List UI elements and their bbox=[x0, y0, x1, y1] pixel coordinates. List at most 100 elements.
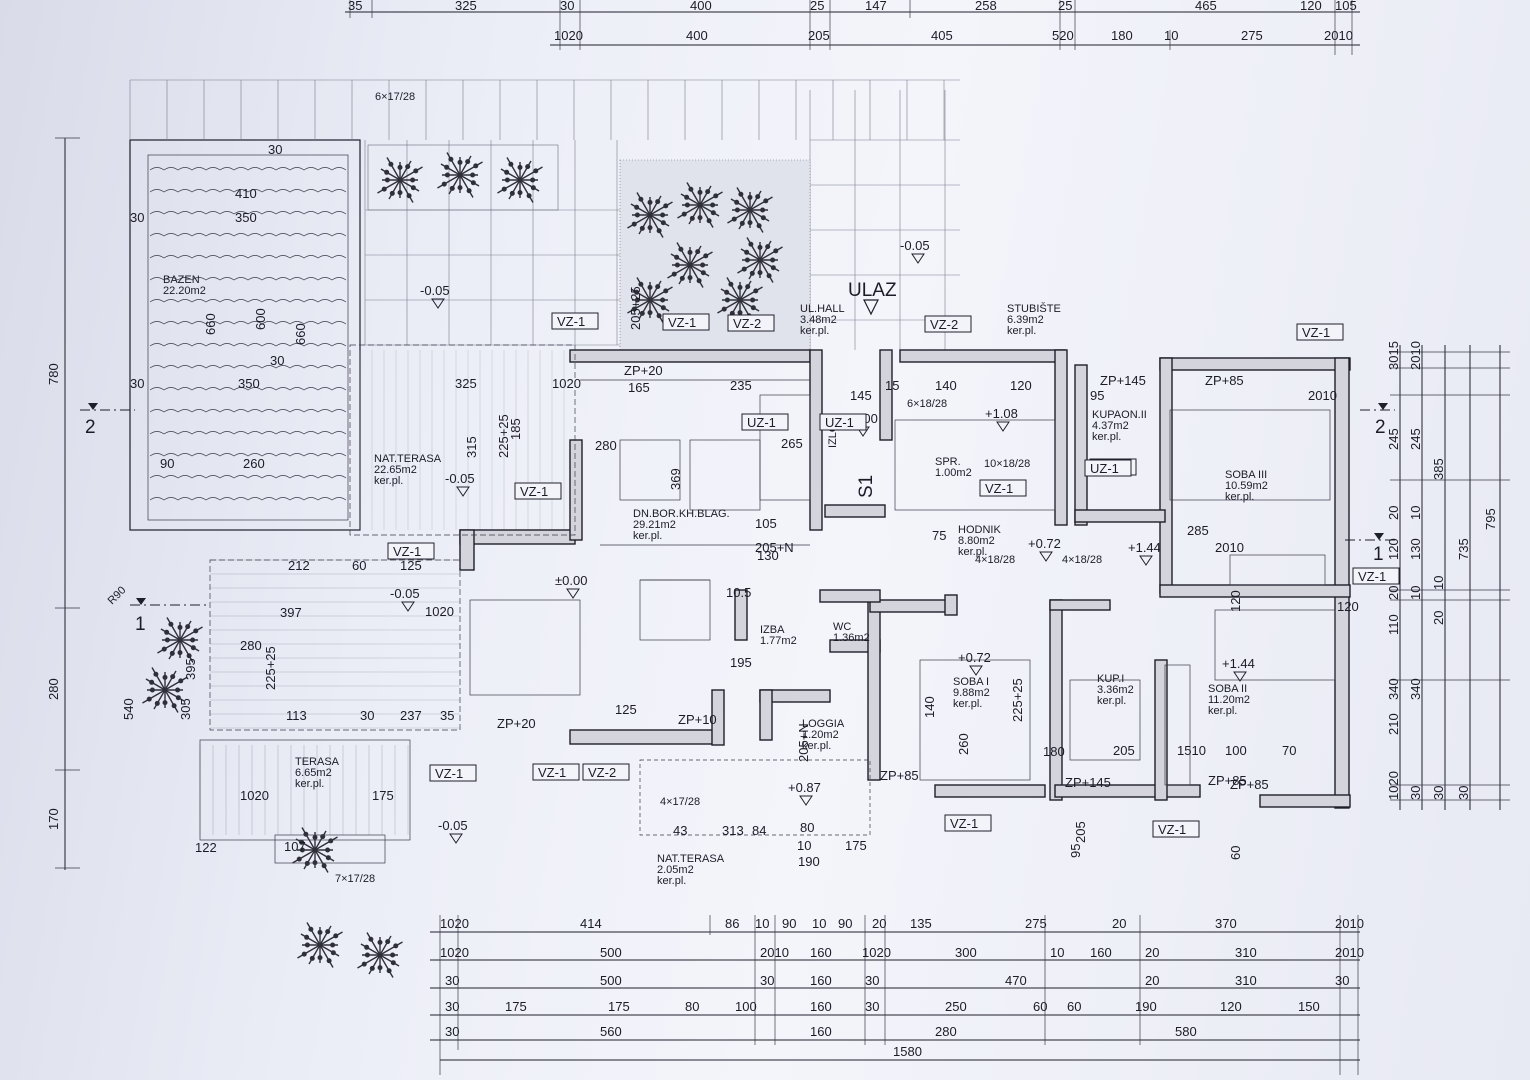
level-mark: -0.05 bbox=[438, 818, 468, 833]
room-name: IZBA bbox=[760, 624, 785, 636]
dimension-label-top: 400 bbox=[686, 28, 708, 43]
dimension-label-interior: 369 bbox=[668, 468, 683, 490]
plant-icon bbox=[497, 157, 543, 203]
room-floor: ker.pl. bbox=[800, 325, 829, 337]
dimension-label-interior: 395 bbox=[183, 658, 198, 680]
room-name: STUBIŠTE bbox=[1007, 302, 1061, 315]
dimension-label-interior: 70 bbox=[1282, 743, 1296, 758]
dimension-label-right: 110 bbox=[1386, 614, 1401, 635]
dimension-label-bottom: 90 bbox=[782, 916, 796, 931]
dimension-label-interior: 10 bbox=[797, 838, 811, 853]
dimension-label-top: 10 bbox=[1164, 28, 1178, 43]
dimension-label-right: 20 bbox=[1386, 506, 1401, 520]
dimension-label-bottom: 175 bbox=[608, 999, 630, 1014]
dimension-label-bottom: 1020 bbox=[862, 945, 891, 960]
dimension-label-interior: 122 bbox=[195, 840, 217, 855]
dimension-label-top: 258 bbox=[975, 0, 997, 13]
dimension-label-interior: 84 bbox=[752, 823, 766, 838]
dimension-label-interior: 105 bbox=[755, 516, 777, 531]
dimension-label-interior: 1020 bbox=[552, 376, 581, 391]
window-note: ZP+10 bbox=[678, 712, 717, 727]
level-mark: +1.08 bbox=[985, 406, 1018, 421]
level-triangle-icon bbox=[911, 253, 925, 264]
room-name: NAT.TERASA bbox=[657, 853, 725, 865]
dimension-label-bottom: 560 bbox=[600, 1024, 622, 1039]
dimension-label-bottom: 90 bbox=[838, 916, 852, 931]
dimension-label-right: 10 bbox=[1408, 506, 1423, 520]
dimension-label-interior: 410 bbox=[235, 186, 257, 201]
dimension-label-interior: 205+25 bbox=[628, 286, 643, 330]
level-triangle-icon bbox=[799, 795, 813, 806]
level-triangle-icon bbox=[969, 665, 983, 676]
dimension-label-bottom: 500 bbox=[600, 973, 622, 988]
dimension-label-interior: 140 bbox=[922, 696, 937, 718]
plant-icon bbox=[157, 617, 203, 663]
dimension-label-interior: 540 bbox=[121, 698, 136, 720]
room-name: HODNIK bbox=[958, 524, 1001, 536]
dimension-label-bottom: 30 bbox=[865, 999, 879, 1014]
dimension-label-interior: 120 bbox=[1337, 599, 1359, 614]
level-triangle-icon bbox=[1039, 551, 1053, 562]
dimension-label-bottom: 160 bbox=[810, 973, 832, 988]
dimension-label-interior: 600 bbox=[253, 308, 268, 330]
dimension-label-right: 340 bbox=[1386, 678, 1401, 700]
dimension-label-bottom: 160 bbox=[810, 945, 832, 960]
room-area: 11.20m2 bbox=[1208, 694, 1250, 706]
room-area: 1.20m2 bbox=[802, 729, 839, 741]
dimension-label-bottom: 280 bbox=[935, 1024, 957, 1039]
dimension-label-bottom: 190 bbox=[1135, 999, 1157, 1014]
dimension-label-top: 325 bbox=[455, 0, 477, 13]
room-floor: ker.pl. bbox=[802, 740, 831, 752]
svg-text:VZ-1: VZ-1 bbox=[950, 816, 978, 831]
level-triangle-icon bbox=[1233, 671, 1247, 682]
dimension-label-interior: 10.5 bbox=[726, 585, 751, 600]
section-marker-label: 1 bbox=[1373, 544, 1384, 565]
plant-icon bbox=[292, 827, 338, 873]
dimension-label-bottom: 500 bbox=[600, 945, 622, 960]
room-name: KUPAON.II bbox=[1092, 409, 1147, 421]
svg-text:VZ-2: VZ-2 bbox=[930, 317, 958, 332]
plant-icon bbox=[437, 152, 483, 198]
plant-icon bbox=[727, 187, 773, 233]
svg-text:VZ-1: VZ-1 bbox=[985, 481, 1013, 496]
room-floor: ker.pl. bbox=[1092, 431, 1121, 443]
entrance-label: ULAZ bbox=[848, 280, 897, 301]
building-walls bbox=[459, 349, 1351, 809]
room-area: 2.05m2 bbox=[657, 864, 694, 876]
dimension-label-bottom: 160 bbox=[810, 999, 832, 1014]
dimension-label-right: 245 bbox=[1408, 428, 1423, 450]
plant-icon bbox=[737, 237, 783, 283]
dimension-label-bottom: 20 bbox=[1145, 973, 1159, 988]
level-mark: +0.87 bbox=[788, 780, 821, 795]
dimension-label-top: 180 bbox=[1111, 28, 1133, 43]
dimension-label-interior: 212 bbox=[288, 558, 310, 573]
room-name: DN.BOR.KH.BLAG. bbox=[633, 508, 730, 520]
dimension-label-interior: 35 bbox=[440, 708, 454, 723]
dimension-label-interior: 90 bbox=[160, 456, 174, 471]
level-triangle-icon bbox=[401, 601, 415, 612]
dimension-label-bottom: 2010 bbox=[760, 945, 789, 960]
dimension-label-interior: 1510 bbox=[1177, 743, 1206, 758]
svg-text:VZ-1: VZ-1 bbox=[393, 544, 421, 559]
level-triangle-icon bbox=[456, 486, 470, 497]
svg-text:VZ-1: VZ-1 bbox=[1302, 325, 1330, 340]
plant-icon bbox=[667, 242, 713, 288]
dimension-label-interior: 175 bbox=[845, 838, 867, 853]
dimension-label-right: 130 bbox=[1408, 538, 1423, 560]
room-floor: ker.pl. bbox=[374, 475, 403, 487]
dimension-label-top: 30 bbox=[560, 0, 574, 13]
plant-icon bbox=[627, 277, 673, 323]
dimension-label-top: 405 bbox=[931, 28, 953, 43]
dimension-label-bottom: 60 bbox=[1033, 999, 1047, 1014]
dimension-label-right: 30 bbox=[1456, 786, 1471, 800]
dimension-label-interior: 30 bbox=[130, 210, 144, 225]
wall-type-tag: VZ-1 bbox=[551, 312, 599, 330]
room-floor: ker.pl. bbox=[633, 530, 662, 542]
room-area: 1.36m2 bbox=[833, 632, 870, 644]
dimension-label-interior: 205 bbox=[1073, 821, 1088, 843]
dimension-label-bottom: 80 bbox=[685, 999, 699, 1014]
room-name: SOBA III bbox=[1225, 469, 1267, 481]
interior-lines bbox=[209, 344, 1336, 786]
room-name: SPR. bbox=[935, 456, 961, 468]
room-floor: ker.pl. bbox=[295, 778, 324, 790]
